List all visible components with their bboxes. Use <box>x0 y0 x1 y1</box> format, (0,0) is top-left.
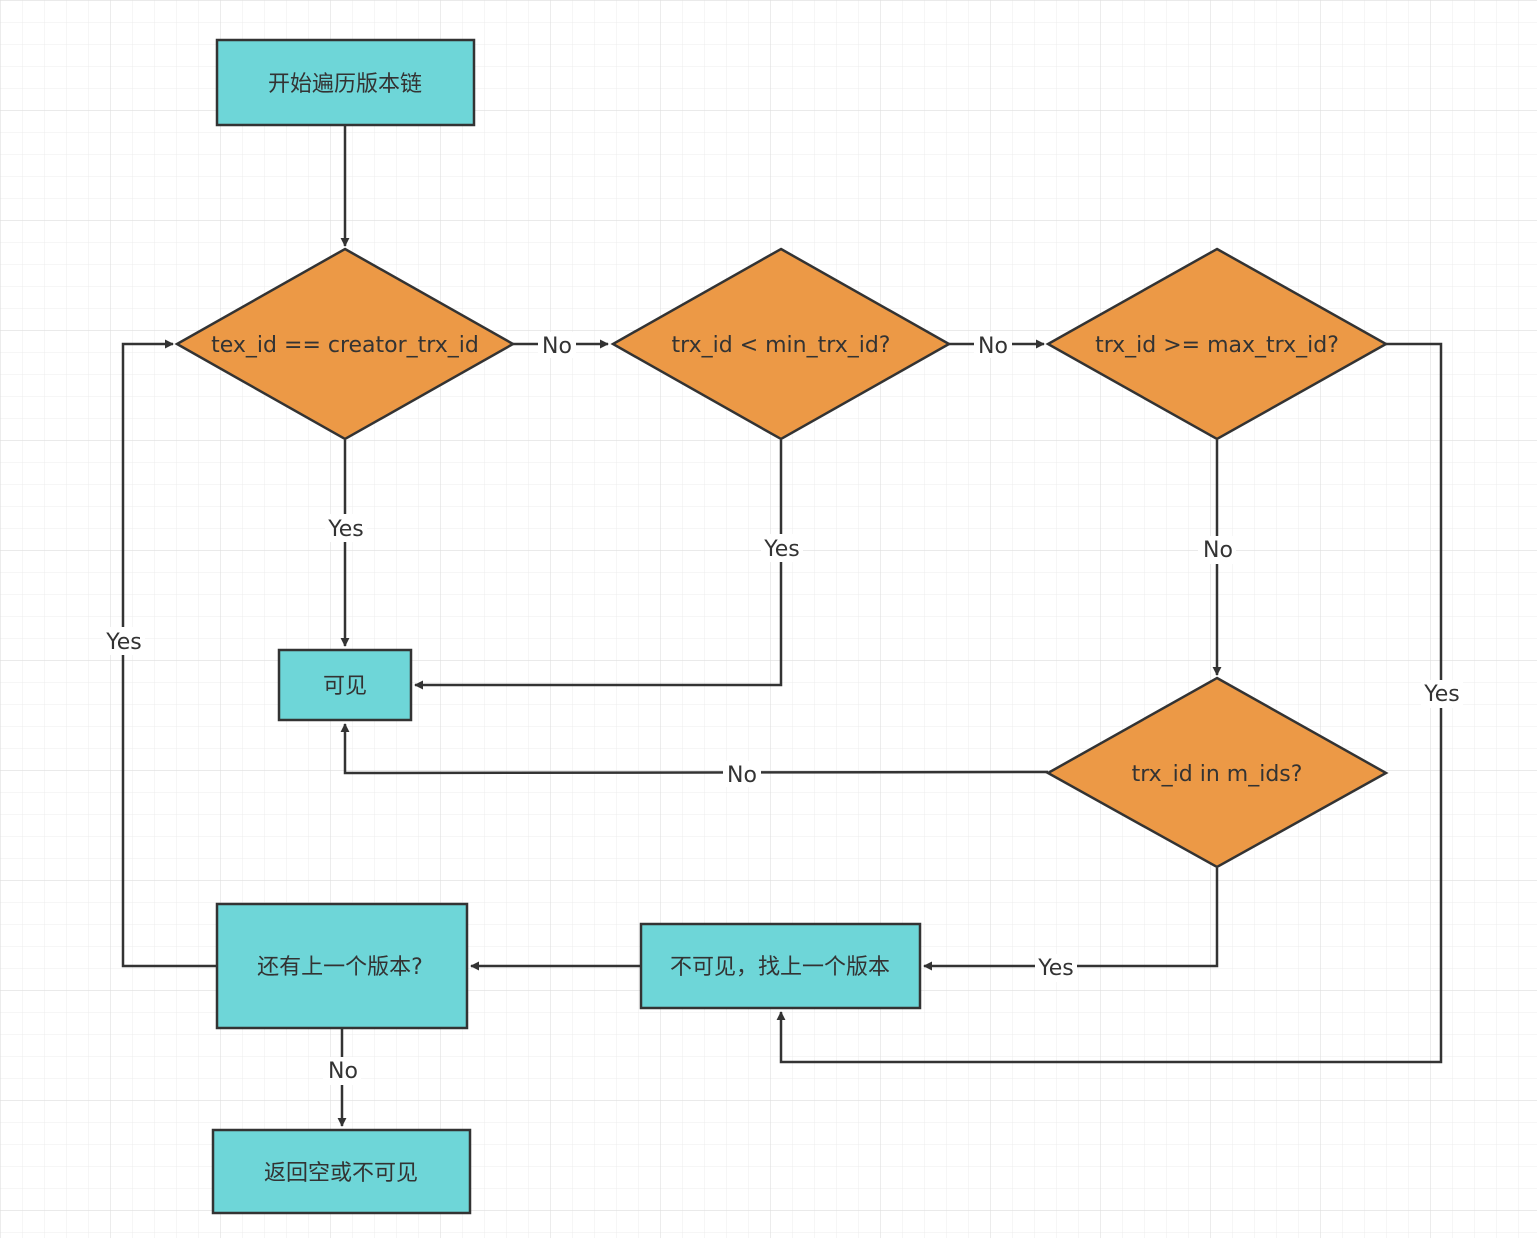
edge-min-to-visible <box>414 440 783 690</box>
node-check-min-label: trx_id < min_trx_id? <box>672 333 891 358</box>
node-check-creator[interactable]: tex_id == creator_trx_id <box>174 247 516 441</box>
node-not-visible-prev-label: 不可见，找上一个版本 <box>670 955 890 980</box>
edge-label-min-no: No <box>978 334 1008 359</box>
edge-label-max-no: No <box>1203 538 1233 563</box>
node-not-visible-prev[interactable]: 不可见，找上一个版本 <box>639 922 922 1010</box>
node-visible[interactable]: 可见 <box>277 648 413 722</box>
edge-label-creator-yes: Yes <box>327 517 364 542</box>
node-check-creator-label: tex_id == creator_trx_id <box>211 333 479 358</box>
node-start-label: 开始遍历版本链 <box>268 72 422 97</box>
node-return-empty-label: 返回空或不可见 <box>264 1161 418 1186</box>
edge-label-prev-yes: Yes <box>105 630 142 655</box>
node-visible-label: 可见 <box>323 674 367 699</box>
node-check-mids[interactable]: trx_id in m_ids? <box>1045 676 1389 869</box>
node-check-min[interactable]: trx_id < min_trx_id? <box>610 247 952 441</box>
edges: No No Yes Yes No Yes No Yes Y <box>103 125 1463 1127</box>
edge-label-mids-no: No <box>727 763 757 788</box>
node-check-max[interactable]: trx_id >= max_trx_id? <box>1045 247 1389 441</box>
node-has-prev[interactable]: 还有上一个版本? <box>215 902 469 1030</box>
edge-label-mids-yes: Yes <box>1037 956 1074 981</box>
node-check-max-label: trx_id >= max_trx_id? <box>1095 333 1339 358</box>
edge-label-max-yes: Yes <box>1423 682 1460 707</box>
nodes: 开始遍历版本链 tex_id == creator_trx_id trx_id … <box>174 38 1389 1215</box>
node-return-empty[interactable]: 返回空或不可见 <box>211 1128 472 1215</box>
node-check-mids-label: trx_id in m_ids? <box>1132 762 1303 787</box>
edge-max-to-notvisible <box>776 342 1443 1064</box>
edge-mids-to-visible <box>340 723 1049 775</box>
edge-label-min-yes: Yes <box>763 537 800 562</box>
edge-label-prev-no: No <box>328 1059 358 1084</box>
node-has-prev-label: 还有上一个版本? <box>257 955 423 980</box>
node-start[interactable]: 开始遍历版本链 <box>215 38 476 127</box>
edge-label-creator-no: No <box>542 334 572 359</box>
edge-mids-to-notvisible <box>923 868 1219 971</box>
